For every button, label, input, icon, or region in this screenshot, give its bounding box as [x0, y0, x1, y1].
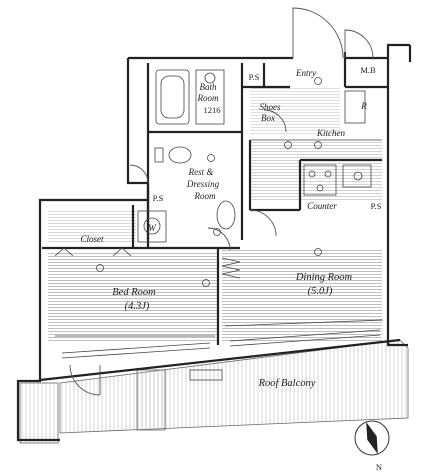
pipe-space-top-label: P.S	[249, 72, 260, 82]
bed-room-label: Bed Room	[112, 287, 156, 298]
rest-dressing-label-line1: Rest &	[188, 167, 214, 177]
floor-hatching	[48, 86, 382, 343]
refrigerator-label: R	[360, 101, 367, 111]
dining-room-label: Dining Room	[295, 272, 353, 283]
rest-dressing-label-line3: Room	[194, 191, 216, 201]
washer-label: W	[148, 223, 157, 233]
bath-room-label-line1: Bath	[200, 82, 217, 92]
fixtures	[54, 69, 384, 381]
pipe-space-right-label: P.S	[371, 201, 382, 211]
shoes-box-label-line2: Box	[261, 113, 275, 123]
shoes-box-label-line1: Shoes	[260, 102, 281, 112]
rest-dressing-label-line2: Dressing	[186, 179, 220, 189]
doors	[69, 7, 374, 396]
interior-walls	[42, 58, 388, 345]
counter-label: Counter	[307, 201, 337, 211]
bath-room-size-label: 1216	[204, 105, 221, 115]
closet-label: Closet	[80, 234, 104, 244]
kitchen-label: Kitchen	[316, 128, 345, 138]
pipe-space-left-label: P.S	[153, 193, 164, 203]
entry-label: Entry	[295, 68, 316, 78]
north-label: N	[376, 462, 382, 472]
bath-room-label-line2: Room	[197, 93, 219, 103]
roof-balcony-label: Roof Balcony	[258, 378, 316, 389]
dining-room-size-label: (5.0J)	[308, 286, 333, 297]
north-arrow	[354, 420, 390, 456]
bed-room-size-label: (4.3J)	[125, 301, 150, 312]
meter-box-label: M.B	[360, 65, 376, 75]
roof-balcony-area	[19, 339, 409, 444]
room-labels: Entry M.B P.S Bath Room 1216 Shoes Box R…	[80, 65, 382, 472]
